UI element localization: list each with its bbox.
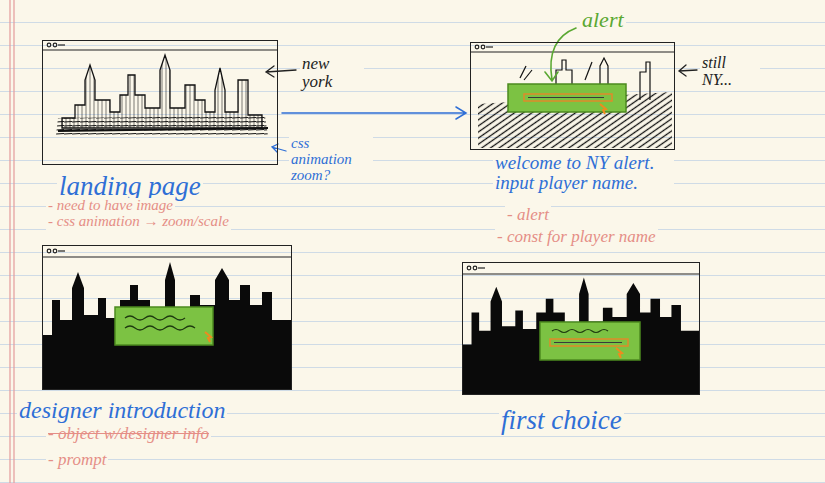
margin-line <box>13 0 14 483</box>
annotation-note: - prompt <box>46 451 108 469</box>
screen-caption: landing page <box>57 172 203 200</box>
browser-window: welcome to NY alert. input player name. <box>470 42 675 150</box>
annotation-note: - object w/designer info <box>46 425 211 443</box>
browser-chrome <box>42 43 700 274</box>
skyline-sketch <box>478 58 672 148</box>
margin-line <box>9 0 10 483</box>
annotation-note: new york <box>300 55 364 91</box>
flow-arrow <box>282 107 466 119</box>
skyline-silhouette <box>43 262 291 389</box>
annotation-note: - const for player name <box>495 228 658 246</box>
annotation-note: css animation zoom? <box>289 136 373 183</box>
browser-window: first choice <box>462 262 700 395</box>
skyline-silhouette <box>463 278 699 394</box>
annotation-note: - css animation → zoom/scale <box>46 214 231 230</box>
screen-caption: designer introduction <box>17 398 227 423</box>
annotation-note: - alert <box>505 206 551 224</box>
skyline-sketch <box>56 55 268 136</box>
screen-caption: welcome to NY alert. input player name. <box>493 153 674 193</box>
browser-window: designer introduction <box>42 245 292 390</box>
annotation-note: still NY... <box>700 55 760 89</box>
screen-caption: first choice <box>499 406 624 434</box>
browser-window: landing page <box>42 40 278 165</box>
annotation-note: alert <box>580 8 626 31</box>
leader-arrow <box>266 28 697 152</box>
annotation-note: - need to have image <box>46 198 175 214</box>
